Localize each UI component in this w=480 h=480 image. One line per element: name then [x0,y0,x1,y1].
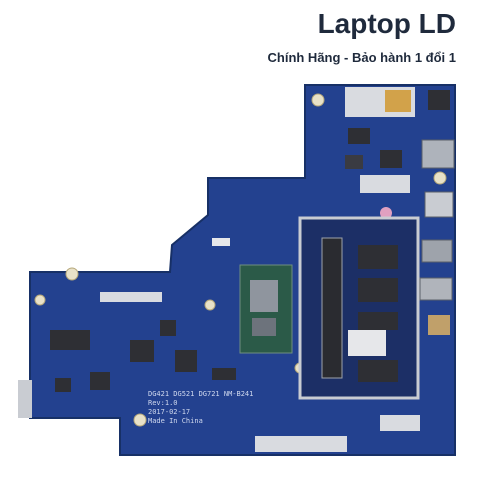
store-subtitle: Chính Hãng - Bảo hành 1 đổi 1 [267,50,457,65]
chip [55,378,71,392]
gold-pad [385,90,411,112]
chip [380,150,402,168]
ram-chip-4 [358,360,398,382]
chip [345,155,363,169]
silkscreen-origin: Made In China [148,417,203,425]
silkscreen-model: DG421 DG521 DG721 NM-B241 [148,390,253,398]
ram-chip-2 [358,278,398,302]
cpu-die [250,280,278,312]
label-sticker [255,436,347,452]
ram-chip-1 [358,245,398,269]
chip [175,350,197,372]
connector-strip [100,292,162,302]
audio-jack [428,315,450,335]
chip [50,330,90,350]
store-title: Laptop LD [317,8,456,39]
chip [90,372,110,390]
silkscreen-revision: Rev:1.0 [148,399,178,407]
hdmi-port [419,277,453,301]
bios-chip [212,368,236,380]
capacitor [380,207,392,219]
label-sticker [380,415,420,431]
cpu-die-small [252,318,276,336]
fan-connector [212,238,230,246]
usb-port-2 [421,239,453,263]
chip [348,128,370,144]
label-sticker [360,175,410,193]
silkscreen-date: 2017-02-17 [148,408,190,416]
ram-chip-3 [358,312,398,330]
chip [130,340,154,362]
ram-slot-connector [321,237,343,379]
chip [160,320,176,336]
usb-port-1 [424,191,454,218]
dc-jack [428,90,450,110]
qr-sticker [348,330,386,356]
rj45-port [421,139,455,169]
side-connector [18,380,32,418]
